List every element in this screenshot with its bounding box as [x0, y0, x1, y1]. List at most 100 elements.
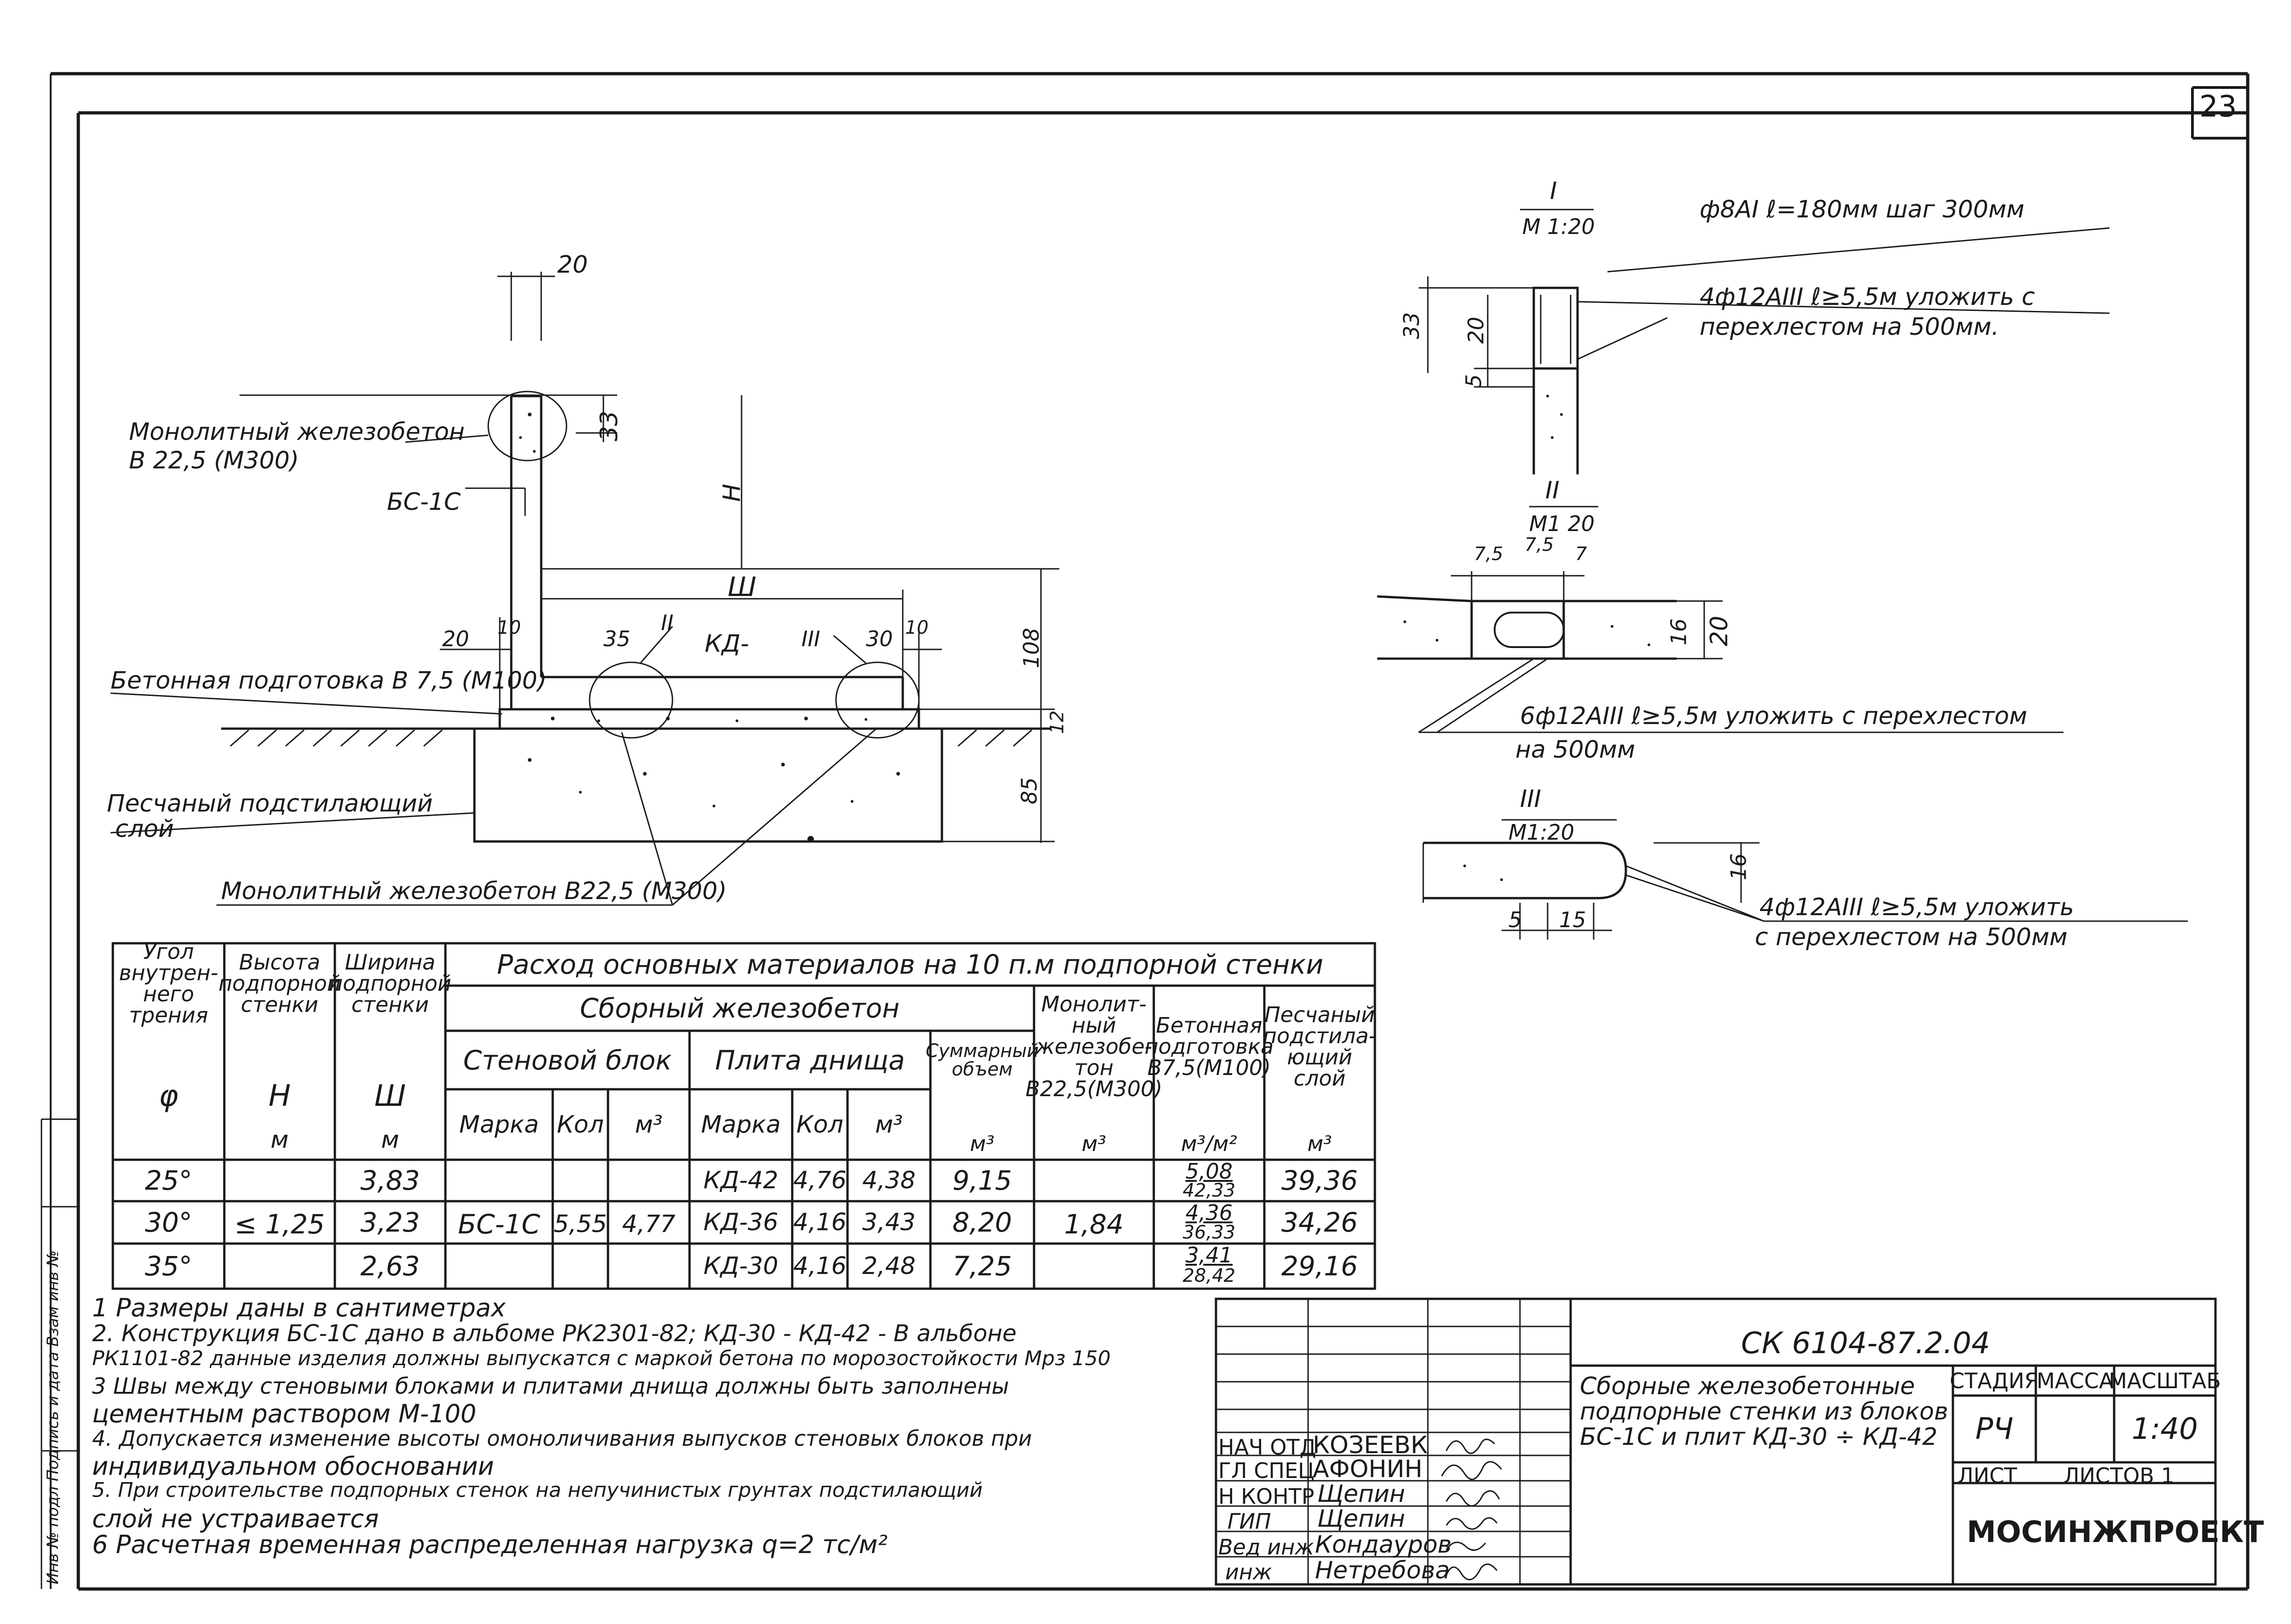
title-description-2: подпорные стенки из блоков — [1580, 1398, 1948, 1425]
note-line: 1 Размеры даны в сантиметрах — [92, 1293, 506, 1322]
label-monolith-bottom: Монолитный железобетон В22,5 (М300) — [221, 877, 727, 905]
th-plate: Плита днища — [715, 1044, 905, 1076]
th-unit-total: м³ — [970, 1131, 995, 1156]
th-col-m3: м³ — [635, 1110, 663, 1139]
cell-block-mark: БС-1С — [458, 1209, 540, 1240]
dim-top-width: 20 — [557, 251, 588, 279]
table-row-vol: 4,38 — [862, 1167, 916, 1194]
table-row-qty: 4,16 — [793, 1209, 847, 1236]
detail-I-scale: М 1:20 — [1522, 214, 1595, 239]
note-line: 2. Конструкция БС-1С дано в альбоме РК23… — [92, 1320, 1017, 1347]
th-monolith: Монолит-ный железобе-тон В22,5(М300) — [1025, 992, 1163, 1101]
label-sand-layer-1: Песчаный подстилающий — [107, 790, 433, 818]
note-line: 3 Швы между стеновыми блоками и плитами … — [92, 1373, 1009, 1399]
th-col-mark: Марка — [459, 1110, 539, 1139]
detail-II-dim-7-5a: 7,5 — [1474, 543, 1503, 565]
detail-III-callout-b: с перехлестом на 500мм — [1755, 923, 2068, 951]
detail-I-title: I — [1550, 177, 1557, 205]
th-height: Высота подпорной стенки — [218, 950, 341, 1017]
th-concrete: Бетонная подготовка В7,5(М100) — [1144, 1013, 1274, 1080]
table-row-conc-top: 3,41 — [1185, 1242, 1233, 1268]
table-row-qty: 4,76 — [793, 1167, 847, 1194]
cell-monolith-value: 1,84 — [1064, 1209, 1124, 1240]
role-label: Вед инж — [1218, 1535, 1314, 1560]
role-label: НАЧ ОТД — [1218, 1435, 1316, 1460]
th-sym-phi: φ — [158, 1079, 179, 1113]
dim-width: Ш — [728, 571, 757, 602]
dim-10b: 10 — [905, 617, 929, 638]
scale-value: 1:40 — [2132, 1412, 2198, 1446]
table-row-vol: 2,48 — [862, 1252, 916, 1280]
th-stage: СТАДИЯ — [1950, 1368, 2039, 1393]
th-col-mark2: Марка — [701, 1110, 781, 1139]
detail-II-callout-a: 6ф12АIII ℓ≥5,5м уложить с перехлестом — [1520, 702, 2028, 730]
label-monolith-top-grade: В 22,5 (М300) — [129, 447, 299, 474]
note-line: индивидуальном обосновании — [92, 1452, 494, 1481]
label-block: БС-1С — [387, 488, 461, 516]
detail-II-callout-b: на 500мм — [1515, 736, 1636, 764]
table-row-vol: 3,43 — [862, 1209, 916, 1236]
note-line: РК1101-82 данные изделия должны выпускат… — [92, 1347, 1111, 1370]
table-row-conc-top: 4,36 — [1185, 1200, 1233, 1225]
stage-value: РЧ — [1975, 1412, 2014, 1446]
table-row-conc-bot: 28,42 — [1182, 1265, 1236, 1286]
detail-III-title: III — [1520, 785, 1542, 813]
table-row-conc-bot: 42,33 — [1182, 1180, 1236, 1201]
label-monolith-top: Монолитный железобетон — [129, 418, 465, 446]
sheet-label: ЛИСТ — [1958, 1463, 2017, 1488]
th-sand: Песчаный подстила-ющий слой — [1262, 1002, 1377, 1091]
title-description-3: БС-1С и плит КД-30 ÷ КД-42 — [1580, 1423, 1938, 1451]
table-row-plate: КД-42 — [703, 1167, 778, 1194]
table-row-angle: 30° — [145, 1207, 193, 1238]
th-col-qty2: Кол — [796, 1110, 843, 1139]
detail-III-callout-a: 4ф12АIII ℓ≥5,5м уложить — [1759, 894, 2074, 921]
detail-II-title: II — [1545, 477, 1560, 504]
dim-35: 35 — [603, 626, 631, 651]
role-label: инж — [1225, 1560, 1272, 1584]
person-name: Щепин — [1317, 1505, 1405, 1533]
label-concrete-prep: Бетонная подготовка В 7,5 (М100) — [111, 667, 547, 695]
table-row-plate: КД-30 — [703, 1252, 778, 1280]
drawing-code: СК 6104-87.2.04 — [1741, 1326, 1990, 1361]
detail-III-dim-15: 15 — [1559, 907, 1586, 932]
th-sym-w: Ш — [374, 1079, 406, 1113]
dim-10: 10 — [497, 617, 521, 638]
table-row-sand: 34,26 — [1281, 1207, 1358, 1238]
dim-30: 30 — [866, 626, 893, 651]
detail-III-dim-5: 5 — [1508, 907, 1522, 932]
table-row-angle: 25° — [145, 1165, 193, 1196]
detail-II-dim-7: 7 — [1575, 543, 1587, 565]
cell-height-value: ≤ 1,25 — [234, 1209, 325, 1240]
sheets-label: ЛИСТОВ 1 — [2063, 1463, 2174, 1488]
th-consumption: Расход основных материалов на 10 п.м под… — [497, 949, 1324, 980]
detail-III-scale: М1:20 — [1508, 820, 1574, 845]
th-unit-sand: м³ — [1307, 1131, 1332, 1156]
person-name: КОЗЕЕВК — [1313, 1431, 1428, 1459]
section-mark-II: II — [661, 610, 674, 635]
dim-20: 20 — [442, 626, 469, 651]
table-row-plate: КД-36 — [703, 1209, 778, 1236]
table-row-angle: 35° — [145, 1250, 193, 1282]
th-unit-mono: м³ — [1081, 1131, 1106, 1156]
th-width: Ширина подпорной стенки — [329, 950, 451, 1017]
th-sym-h: Н — [268, 1079, 291, 1113]
detail-II-dim-7-5b: 7,5 — [1525, 534, 1554, 555]
th-total: Суммарный объем — [925, 1040, 1039, 1080]
table-row-total: 8,20 — [952, 1207, 1012, 1238]
th-col-m3b: м³ — [875, 1110, 903, 1139]
cell-block-vol: 4,77 — [622, 1210, 676, 1238]
role-label: ГЛ СПЕЦ — [1218, 1458, 1315, 1483]
organization-name: МОСИНЖПРОЕКТ — [1967, 1515, 2264, 1549]
table-row-width: 3,83 — [360, 1165, 420, 1196]
person-name: АФОНИН — [1313, 1455, 1423, 1483]
th-unit-conc: м³/м² — [1181, 1131, 1237, 1156]
section-mark-III: III — [801, 626, 820, 651]
table-row-total: 7,25 — [952, 1250, 1012, 1282]
label-plate: КД- — [705, 630, 749, 658]
sheet-number: 23 — [2199, 90, 2237, 124]
cell-block-qty: 5,55 — [554, 1210, 607, 1238]
th-unit-m-w: м — [381, 1126, 399, 1154]
label-sand-layer-2: слой — [115, 815, 174, 843]
table-row-width: 3,23 — [360, 1207, 420, 1238]
